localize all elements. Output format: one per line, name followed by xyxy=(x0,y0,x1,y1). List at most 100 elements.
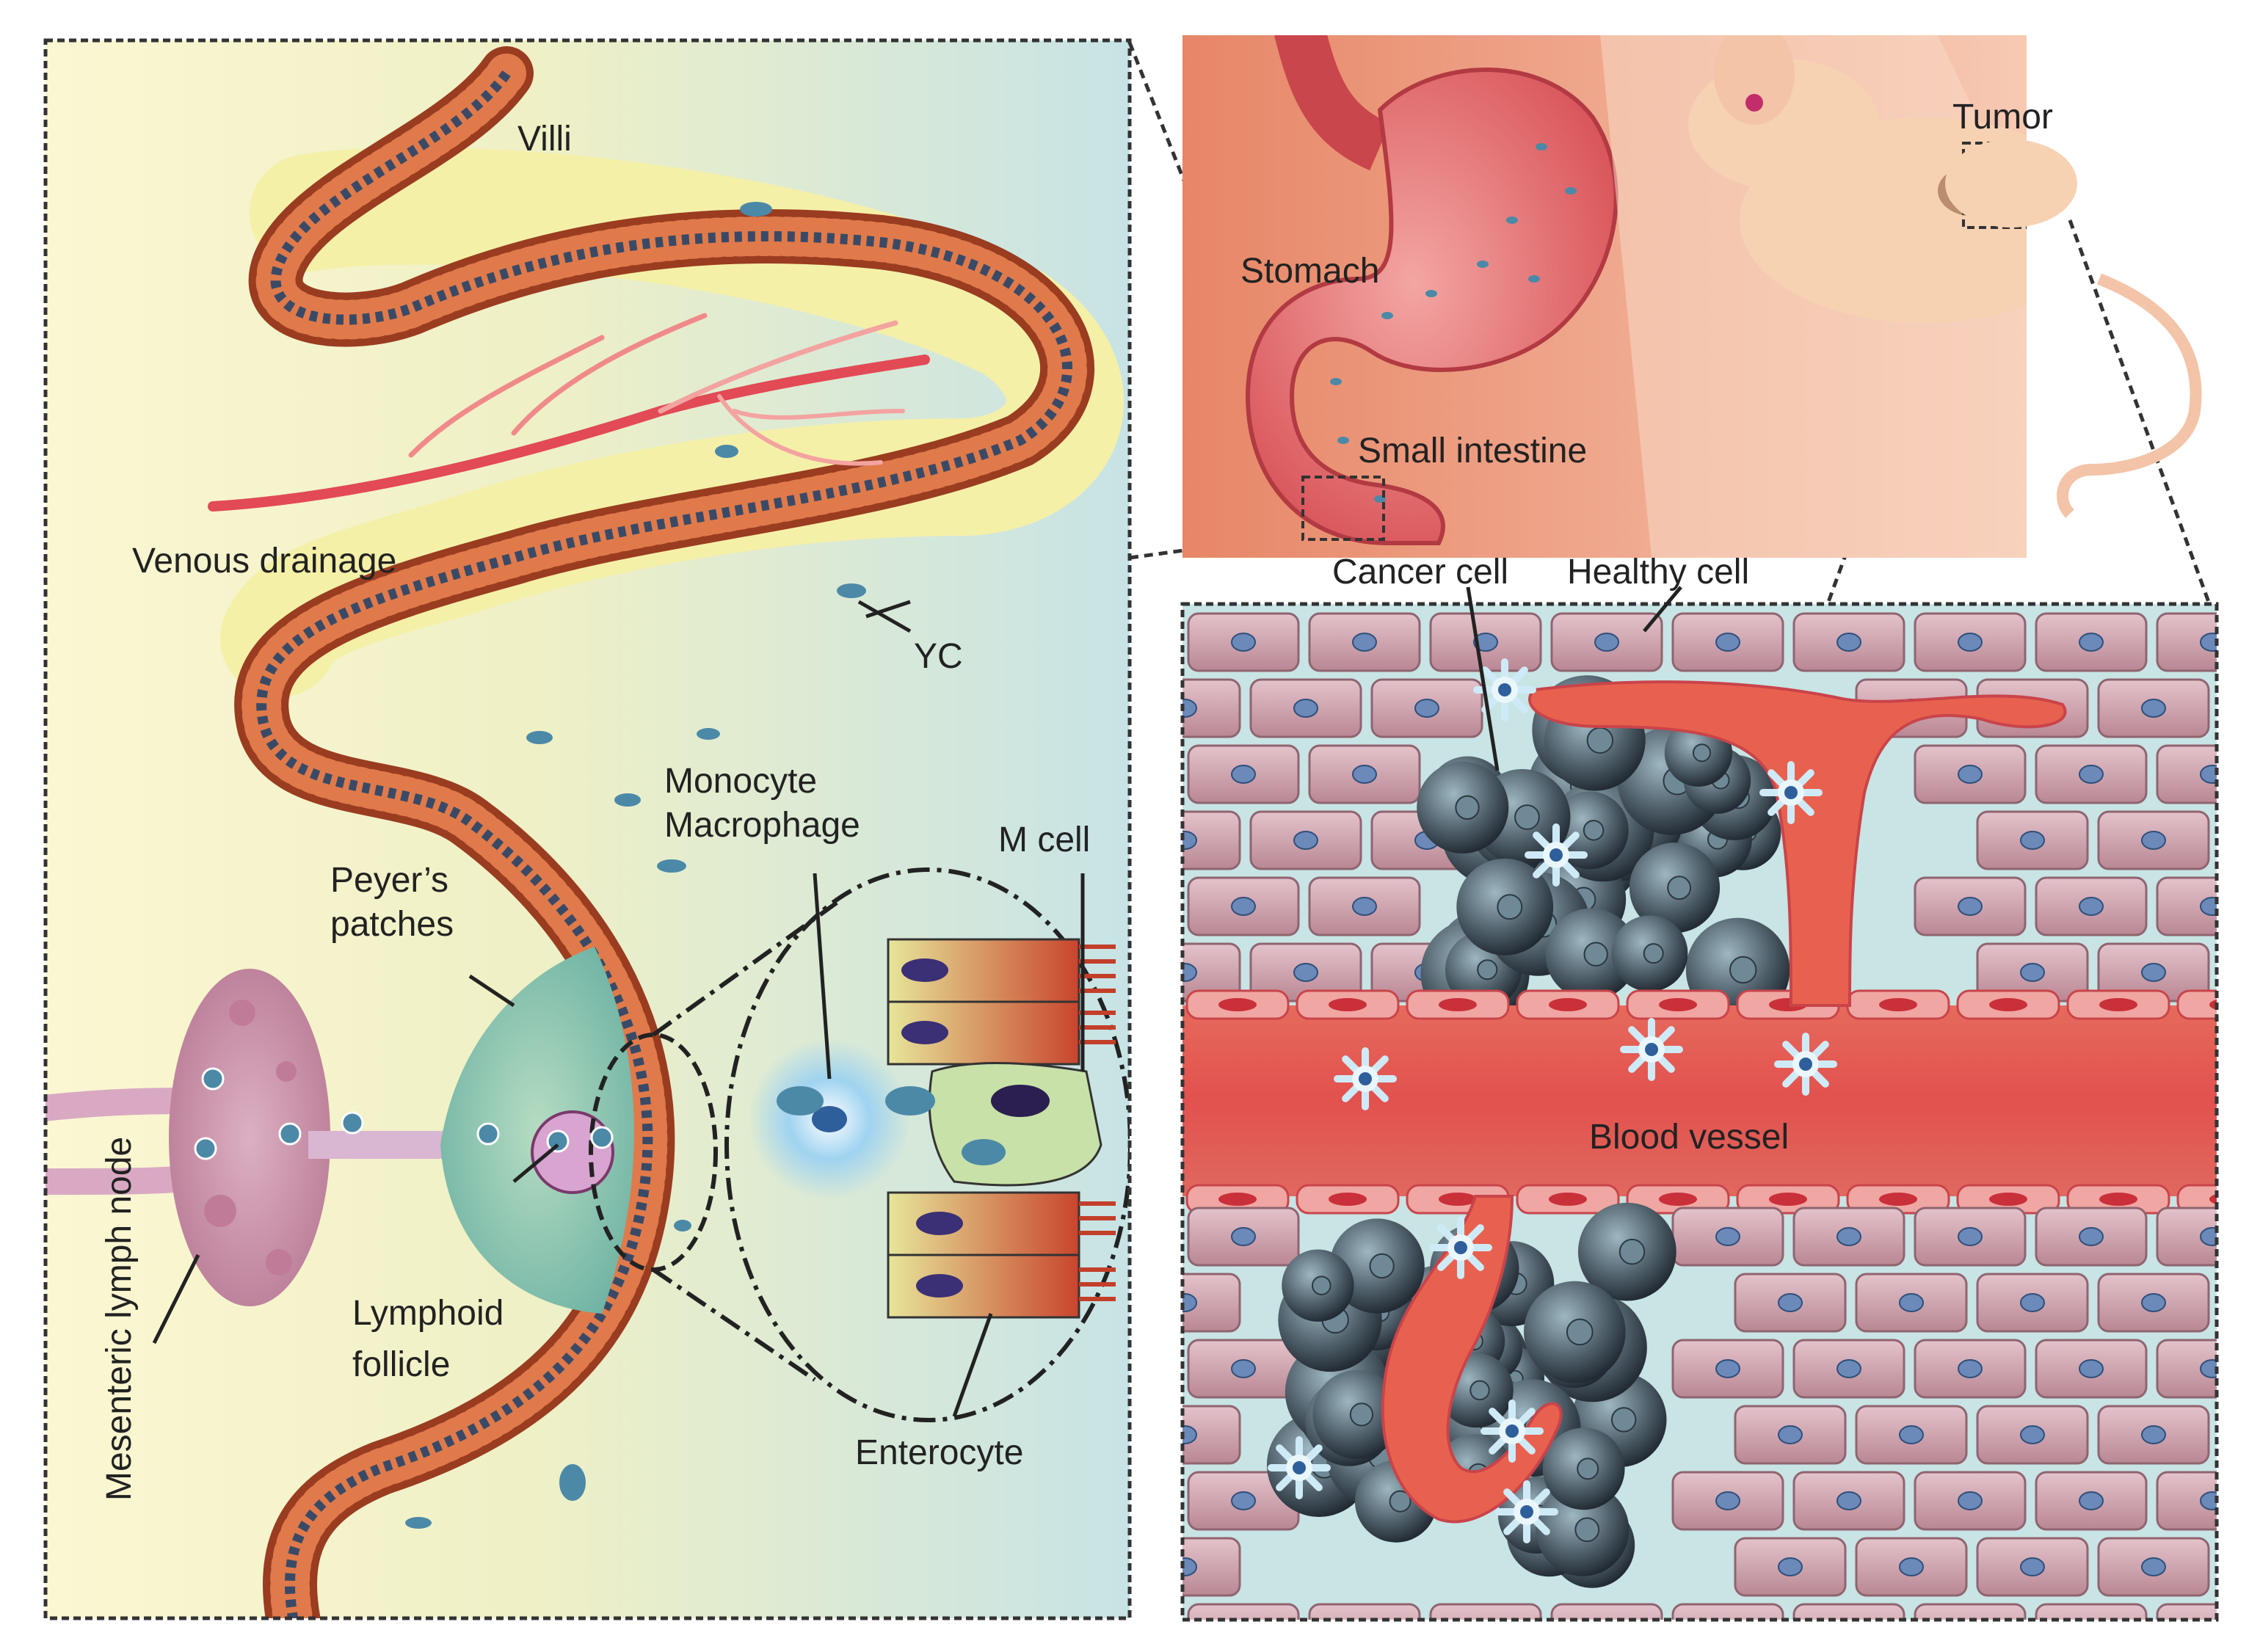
label-m-cell: M cell xyxy=(998,820,1090,859)
healthy-cell xyxy=(1187,876,1300,936)
intestine-panel: Villi Venous drainage YC Monocyte Macrop… xyxy=(43,38,1132,1620)
healthy-cell xyxy=(2097,1273,2210,1333)
healthy-cell xyxy=(2220,1274,2249,1331)
esophagus xyxy=(1274,35,1391,171)
healthy-cell xyxy=(2097,678,2210,738)
label-enterocyte: Enterocyte xyxy=(855,1433,1023,1472)
villi-nuclei xyxy=(256,70,1073,1618)
healthy-cell xyxy=(1976,942,2089,1003)
healthy-cell xyxy=(1671,1207,1784,1267)
label-venous-drainage: Venous drainage xyxy=(132,542,396,581)
healthy-cell xyxy=(1182,942,1241,1003)
venous-network xyxy=(208,313,930,512)
healthy-cell xyxy=(1187,1207,1300,1267)
lymph-node xyxy=(46,969,330,1306)
healthy-cell xyxy=(2035,612,2148,672)
healthy-cell xyxy=(1249,678,1362,738)
healthy-cell xyxy=(2220,944,2249,1001)
cancer-cell xyxy=(1282,1249,1354,1322)
healthy-cell xyxy=(2035,1471,2148,1531)
healthy-cell xyxy=(1671,1339,1784,1399)
label-cancer-cell: Cancer cell xyxy=(1332,553,1508,592)
healthy-cell xyxy=(2156,1339,2217,1399)
healthy-cell xyxy=(1792,1603,1905,1620)
label-peyers-2: patches xyxy=(330,905,454,944)
macrophage-cell xyxy=(1620,1018,1683,1081)
healthy-cell xyxy=(2097,942,2210,1003)
cancer-cluster-upper xyxy=(1417,675,1790,1028)
healthy-cell xyxy=(1550,612,1663,672)
healthy-cell xyxy=(1792,1471,1905,1531)
healthy-cell xyxy=(1855,1273,1968,1333)
healthy-cell xyxy=(1914,1339,2027,1399)
healthy-cell xyxy=(1671,1471,1784,1531)
cancer-cell xyxy=(1536,1482,1629,1576)
healthy-cell xyxy=(2156,744,2217,804)
healthy-cell xyxy=(2156,1471,2217,1531)
label-macrophage: Macrophage xyxy=(664,806,860,845)
healthy-cell xyxy=(1429,1603,1542,1620)
healthy-cell xyxy=(2035,1603,2148,1620)
intestine-panel-frame xyxy=(43,38,1132,1620)
healthy-cell xyxy=(1914,876,2027,936)
healthy-cell xyxy=(2035,1339,2148,1399)
tumor-panel-frame xyxy=(1180,602,2219,1622)
cancer-cell xyxy=(1577,1202,1676,1301)
healthy-cell xyxy=(1182,1273,1241,1333)
enterocytes xyxy=(887,938,1116,1319)
healthy-cell xyxy=(2220,1406,2249,1463)
healthy-cell xyxy=(1734,1405,1847,1465)
label-small-intestine: Small intestine xyxy=(1358,432,1587,470)
healthy-cell xyxy=(1734,1273,1847,1333)
label-lymphoid-1: Lymphoid xyxy=(352,1294,504,1333)
macrophage-cell xyxy=(1525,823,1588,887)
label-villi: Villi xyxy=(517,120,572,159)
healthy-cell xyxy=(1182,810,1241,870)
cancer-cluster-lower xyxy=(1266,1202,1676,1588)
cancer-cell xyxy=(1523,1281,1626,1383)
macrophage-cell xyxy=(1759,761,1823,824)
healthy-cell xyxy=(2156,876,2217,936)
macrophage-cell xyxy=(1480,1400,1544,1463)
healthy-cell xyxy=(1308,744,1421,804)
blood-vessel xyxy=(1182,1005,2217,1196)
healthy-cell xyxy=(2156,1207,2217,1267)
healthy-cell xyxy=(2035,876,2148,936)
cancer-cell xyxy=(1550,791,1629,870)
label-peyers-1: Peyer’s xyxy=(330,861,448,900)
tumor-tissue xyxy=(1182,612,2249,1620)
vessel-endothelium xyxy=(1185,989,2217,1215)
healthy-cell xyxy=(1914,1207,2027,1267)
lymphoid-follicle xyxy=(531,1110,614,1194)
label-blood-vessel: Blood vessel xyxy=(1589,1118,1789,1157)
macrophage-cell xyxy=(1429,1216,1492,1279)
healthy-cell xyxy=(1855,1405,1968,1465)
healthy-cell xyxy=(1550,1603,1663,1620)
healthy-cell xyxy=(1671,612,1784,672)
healthy-cell xyxy=(1187,744,1300,804)
immune-cells xyxy=(194,1067,614,1160)
healthy-cell xyxy=(2035,1207,2148,1267)
healthy-cell xyxy=(2097,1537,2210,1597)
label-monocyte: Monocyte xyxy=(664,762,817,801)
zoom-circle xyxy=(724,867,1130,1422)
healthy-cell xyxy=(1914,1471,2027,1531)
healthy-cell xyxy=(1914,744,2027,804)
macrophage-cell xyxy=(1495,1480,1558,1543)
label-yc: YC xyxy=(914,637,963,676)
label-mesenteric-lymph-node: Mesenteric lymph node xyxy=(100,1137,139,1501)
healthy-cell xyxy=(1182,678,1241,738)
healthy-cell xyxy=(1914,612,2027,672)
healthy-cell xyxy=(2220,1538,2249,1595)
healthy-cell xyxy=(2220,680,2249,737)
mouse-tail xyxy=(2057,273,2202,518)
cancer-cell xyxy=(1611,915,1688,992)
healthy-cell xyxy=(1370,678,1483,738)
healthy-cell xyxy=(2097,810,2210,870)
healthy-cell xyxy=(1976,1537,2089,1597)
healthy-cell xyxy=(1976,810,2089,870)
cancer-cell xyxy=(1629,843,1721,934)
healthy-cell xyxy=(1187,1339,1300,1399)
macrophage-cell xyxy=(1473,658,1536,721)
macrophage-cell xyxy=(1334,1047,1397,1110)
